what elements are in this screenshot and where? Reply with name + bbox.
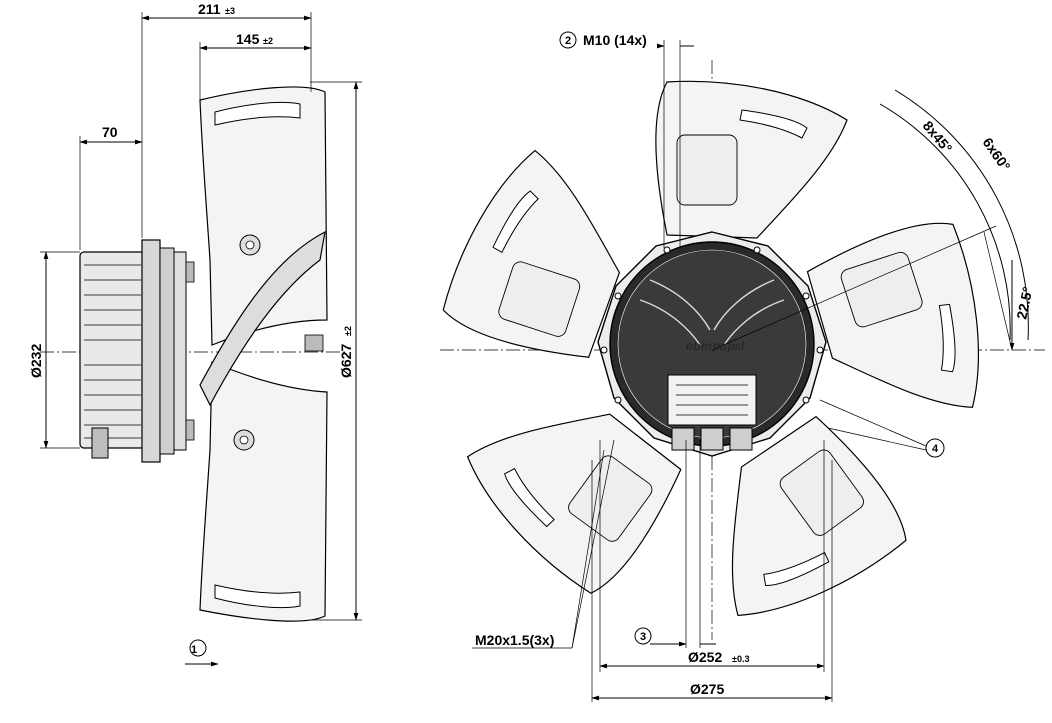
angle-22-5: 22.5° bbox=[1013, 285, 1035, 320]
callout-1: 1 bbox=[191, 644, 197, 656]
dim-252: Ø252 bbox=[688, 649, 722, 665]
dim-627: Ø627 bbox=[338, 344, 354, 378]
side-blades bbox=[199, 86, 328, 622]
dim-627-tol: ±2 bbox=[343, 326, 353, 336]
side-view bbox=[40, 12, 362, 667]
dim-211-tol: ±3 bbox=[225, 6, 235, 16]
dim-145-tol: ±2 bbox=[263, 36, 273, 46]
brand-logo: ebmpapst bbox=[686, 339, 746, 353]
front-view bbox=[440, 31, 1045, 702]
callout-3: 3 bbox=[640, 631, 646, 643]
dim-70: 70 bbox=[102, 124, 118, 140]
dim-252-tol: ±0.3 bbox=[732, 654, 749, 664]
motor-body bbox=[79, 239, 195, 463]
dim-m20: M20x1.5(3x) bbox=[475, 632, 554, 648]
dim-232: Ø232 bbox=[28, 344, 44, 378]
dim-275: Ø275 bbox=[690, 681, 724, 697]
dim-211: 211 bbox=[198, 1, 221, 17]
callout-4: 4 bbox=[932, 443, 939, 455]
callout-2: 2 bbox=[565, 35, 571, 47]
dim-m10: M10 (14x) bbox=[583, 32, 647, 48]
dim-145: 145 bbox=[236, 31, 260, 47]
angle-6x60: 6x60° bbox=[980, 135, 1014, 174]
motor-hub bbox=[597, 231, 827, 457]
front-blades bbox=[442, 80, 979, 617]
